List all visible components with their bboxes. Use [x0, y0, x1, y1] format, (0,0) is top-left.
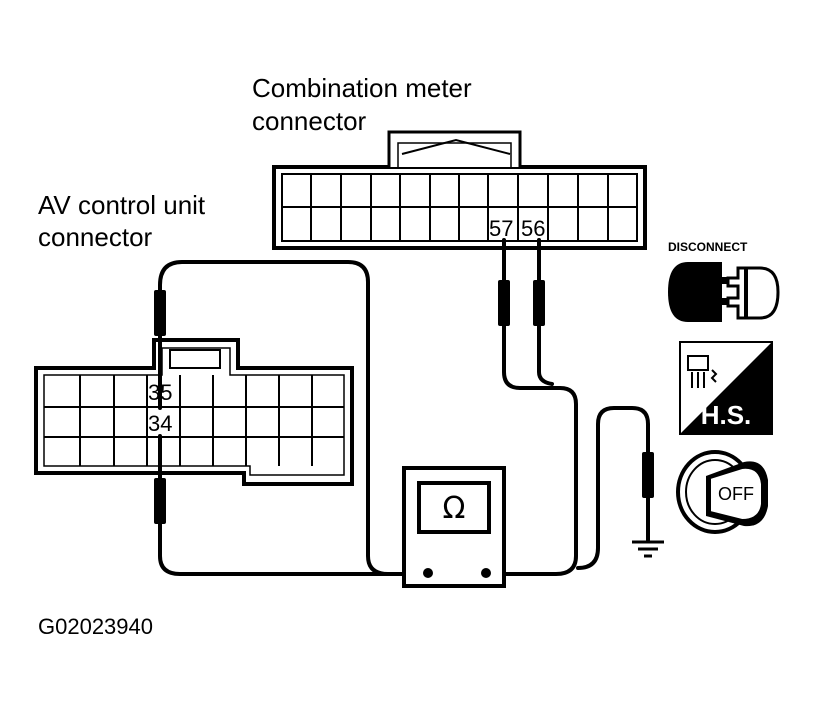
combination-meter-label-line1: Combination meter: [252, 73, 472, 103]
disconnect-label: DISCONNECT: [668, 240, 748, 254]
pin-57-label: 57: [489, 216, 513, 241]
figure-id: G02023940: [38, 614, 153, 639]
pin-34-label: 34: [148, 411, 172, 436]
probe-sleeves: [154, 280, 654, 524]
av-control-unit-connector: 35 34: [34, 338, 354, 486]
test-lead-wires: [158, 238, 650, 576]
ignition-off-icon: OFF: [676, 450, 768, 534]
av-control-unit-label-line1: AV control unit: [38, 190, 206, 220]
combination-meter-connector: 57 56: [272, 130, 647, 250]
disconnect-icon: DISCONNECT: [668, 240, 780, 322]
ohm-symbol: Ω: [443, 491, 466, 526]
off-label: OFF: [718, 484, 754, 504]
combination-meter-label-line2: connector: [252, 106, 367, 136]
harness-side-icon: H.S.: [679, 341, 773, 435]
pin-56-label: 56: [521, 216, 545, 241]
hs-label: H.S.: [701, 400, 752, 430]
av-control-unit-label-line2: connector: [38, 222, 153, 252]
ground-symbol: [632, 540, 664, 558]
ohmmeter-icon: Ω: [402, 466, 506, 588]
